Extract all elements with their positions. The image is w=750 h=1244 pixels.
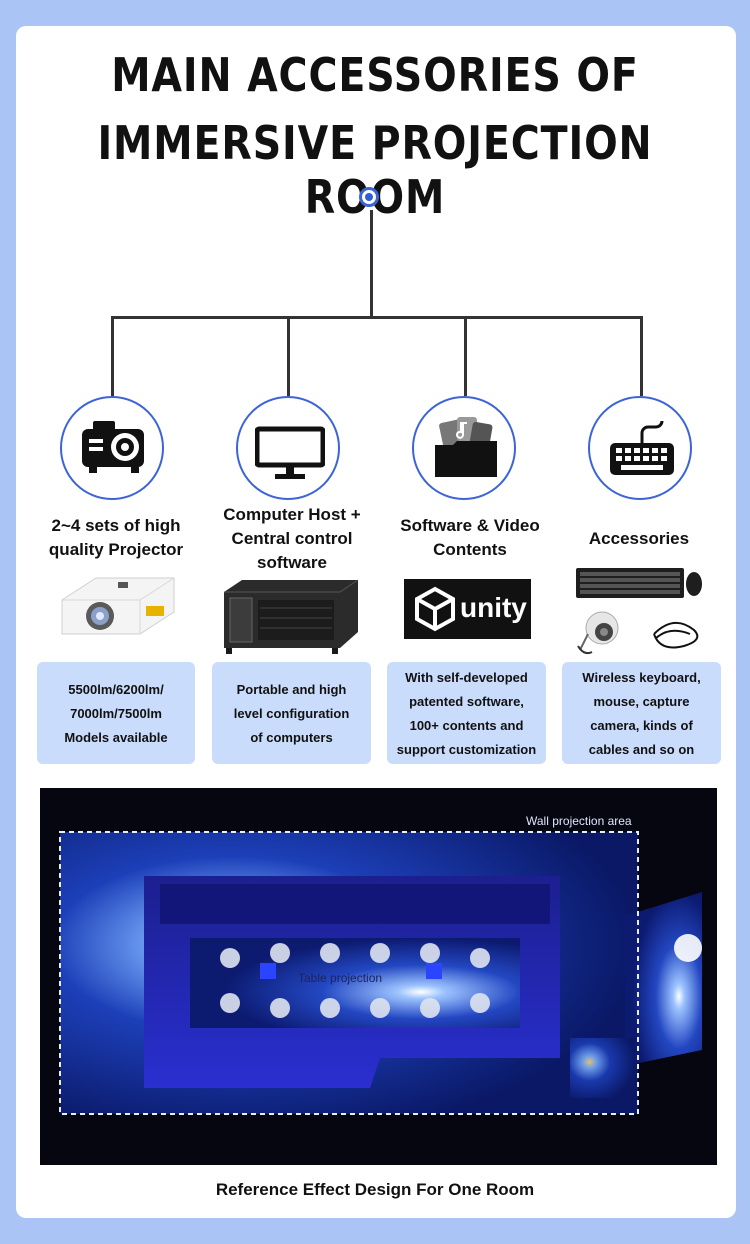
description-line: cables and so on	[588, 742, 695, 757]
tree-root-dot	[359, 187, 379, 207]
computer-circle	[236, 396, 340, 500]
category-title-line: quality Projector	[48, 540, 184, 559]
description-line: 5500lm/6200lm/	[68, 682, 164, 697]
description-box-software: With self-developed patented software, 1…	[387, 662, 546, 764]
tree-leg-2	[287, 316, 290, 396]
description-line: of computers	[250, 730, 333, 745]
keyboard-icon	[610, 420, 674, 475]
description-box-computer: Portable and high level configuration of…	[212, 662, 371, 764]
unity-logo: unity	[404, 579, 531, 639]
tree-leg-4	[640, 316, 643, 396]
software-folder-icon	[435, 417, 497, 477]
description-line: level configuration	[233, 706, 350, 721]
category-title-projector: 2~4 sets of high quality Projector	[28, 514, 204, 562]
computer-host-photo	[220, 578, 360, 656]
projector-circle	[60, 396, 164, 500]
category-title-line: Computer Host +	[223, 505, 361, 524]
description-line: camera, kinds of	[590, 718, 693, 733]
category-title-computer: Computer Host + Central control software	[204, 503, 380, 575]
category-title-line: Software & Video	[400, 516, 540, 535]
projector-icon	[82, 421, 144, 473]
unity-logo-text: unity	[460, 592, 527, 623]
description-line: 100+ contents and	[409, 718, 524, 733]
tree-trunk-line	[370, 210, 373, 318]
description-line: With self-developed	[405, 670, 528, 685]
tree-branch-line	[111, 316, 643, 319]
projector-photo	[56, 572, 180, 644]
table-projection-label: Table projection	[298, 971, 383, 985]
page-title-line-2: IMMERSIVE PROJECTION ROOM	[97, 116, 653, 224]
description-box-accessories: Wireless keyboard, mouse, capture camera…	[562, 662, 721, 764]
software-circle	[412, 396, 516, 500]
wall-projection-label: Wall projection area	[526, 814, 632, 828]
category-title-line: Central control	[231, 529, 353, 548]
category-title-software: Software & Video Contents	[381, 514, 559, 562]
accessories-circle	[588, 396, 692, 500]
description-box-projector: 5500lm/6200lm/ 7000lm/7500lm Models avai…	[37, 662, 195, 764]
room-caption: Reference Effect Design For One Room	[215, 1180, 535, 1199]
category-title-line: Accessories	[588, 529, 690, 548]
description-line: Wireless keyboard,	[582, 670, 701, 685]
page-title-line-1: MAIN ACCESSORIES OF	[111, 48, 639, 102]
description-line: 7000lm/7500lm	[70, 706, 162, 721]
description-line: Portable and high	[236, 682, 347, 697]
monitor-icon	[255, 426, 325, 479]
description-line: mouse, capture	[593, 694, 690, 709]
description-line: patented software,	[409, 694, 524, 709]
room-render-image	[59, 831, 702, 1115]
accessories-photo	[574, 564, 706, 658]
description-line: Models available	[64, 730, 168, 745]
category-title-accessories: Accessories	[560, 527, 718, 551]
unity-cube-icon	[415, 586, 455, 632]
room-effect-render: Wall projection area Table projection	[40, 788, 717, 1165]
category-title-line: Contents	[433, 540, 507, 559]
category-title-line: software	[257, 553, 327, 572]
category-title-line: 2~4 sets of high	[51, 516, 181, 535]
description-line: support customization	[396, 742, 537, 757]
tree-leg-1	[111, 316, 114, 396]
tree-leg-3	[464, 316, 467, 396]
